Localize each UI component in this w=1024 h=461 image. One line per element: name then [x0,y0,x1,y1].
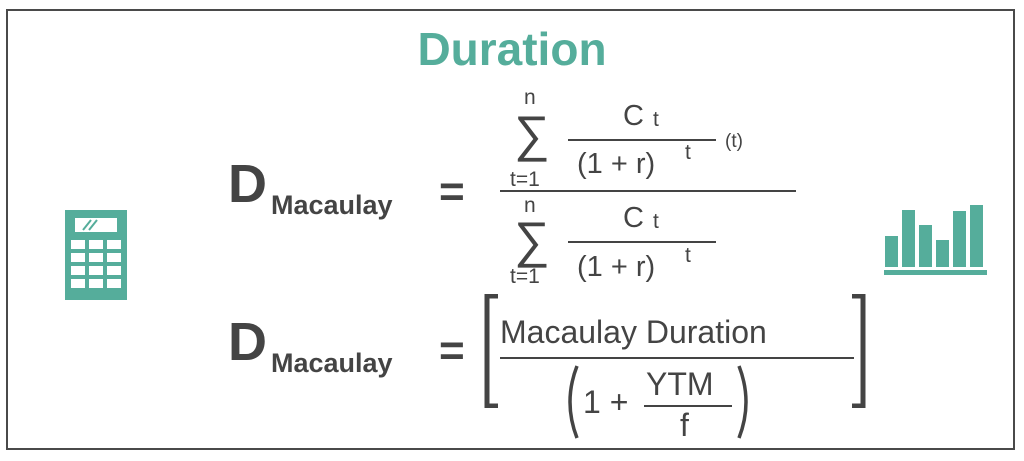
discount-factor: (1 + r) [577,148,656,180]
left-square-bracket [484,294,498,408]
page-title: Duration [417,23,607,75]
frequency-label: f [680,407,689,443]
cash-flow-subscript: t [653,210,659,233]
ytm-label: YTM [646,366,714,402]
one-plus: 1 + [583,384,629,420]
inner-fraction-bar [568,139,716,141]
bar-chart-icon [884,205,987,275]
d-symbol: D [228,154,267,214]
discount-factor: (1 + r) [577,251,656,283]
sum-lower-limit: t=1 [510,265,540,288]
cash-flow-subscript: t [653,108,659,131]
inner-fraction-bar [644,405,732,407]
inner-fraction-bar [568,241,716,243]
discount-exponent: t [685,141,691,164]
right-paren [737,365,748,439]
right-square-bracket [852,294,866,408]
equals-sign: = [439,167,465,216]
d-symbol: D [228,312,267,372]
sum-upper-limit: n [524,86,536,109]
cash-flow-symbol: C [623,202,644,234]
sum-upper-limit: n [524,194,536,217]
main-fraction-bar [500,190,796,192]
diagram-frame [6,9,1015,450]
sigma-symbol: ∑ [514,106,550,162]
sigma-symbol: ∑ [514,212,550,268]
sum-lower-limit: t=1 [510,168,540,191]
discount-exponent: t [685,244,691,267]
calculator-icon [65,210,127,300]
main-fraction-bar [500,357,854,359]
equals-sign: = [439,326,465,375]
left-paren [568,365,579,439]
cash-flow-symbol: C [623,100,644,132]
d-subscript: Macaulay [271,348,393,378]
time-multiplier: (t) [725,131,743,152]
d-subscript: Macaulay [271,190,393,220]
fraction-numerator: Macaulay Duration [500,314,767,350]
